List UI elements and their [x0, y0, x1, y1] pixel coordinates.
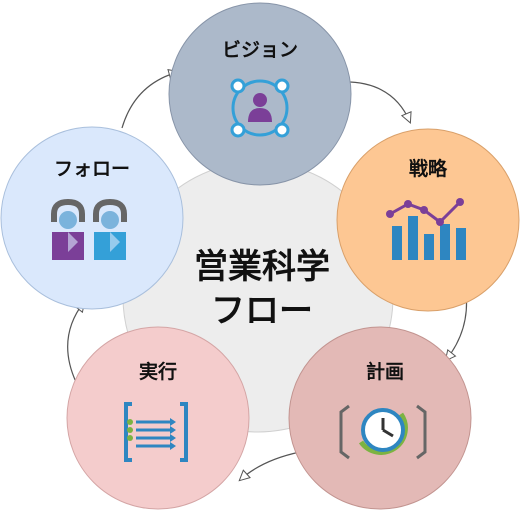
arrow-follow-to-vision [121, 72, 178, 129]
arrows-bracket-icon [124, 402, 188, 462]
node-circle-strategy [336, 128, 520, 312]
node-circle-execute [66, 326, 250, 510]
node-label-follow: フォロー [54, 158, 130, 180]
node-label-execute: 実行 [139, 360, 177, 383]
bar-line-chart-icon [386, 198, 466, 260]
center-title-line2: フロー [211, 291, 313, 331]
node-label-plan: 計画 [366, 360, 404, 383]
arrow-execute-to-follow [67, 302, 84, 383]
node-label-vision: ビジョン [222, 39, 298, 61]
arrow-plan-to-execute [240, 451, 301, 480]
node-circle-follow [0, 126, 184, 310]
person-network-icon [230, 78, 290, 138]
node-label-strategy: 戦略 [409, 157, 448, 180]
two-users-icon [51, 198, 127, 260]
clock-cycle-icon [339, 404, 427, 460]
center-title-line1: 営業科学 [194, 247, 330, 287]
